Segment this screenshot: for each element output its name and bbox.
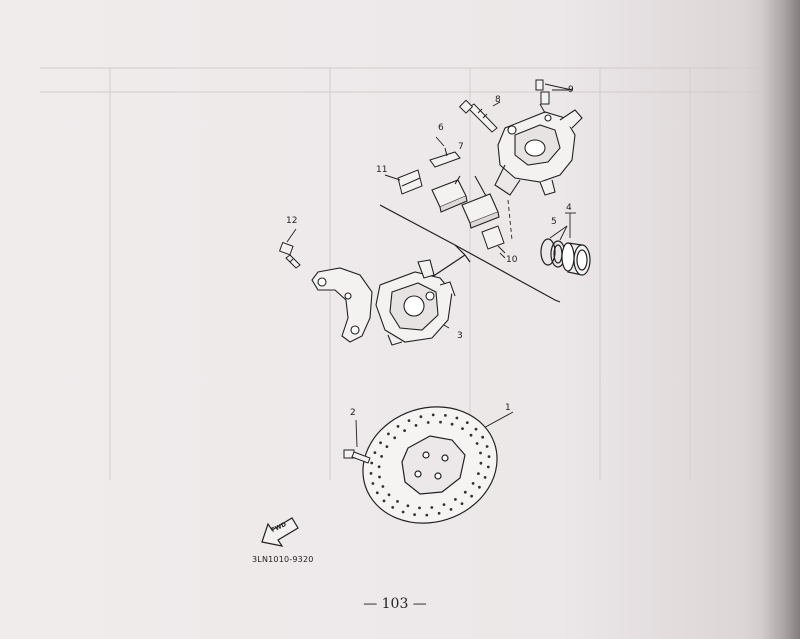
disc-drill-hole bbox=[486, 465, 490, 469]
disc-drill-hole bbox=[478, 485, 481, 489]
disc-drill-hole bbox=[381, 485, 385, 488]
disc-drill-hole bbox=[439, 420, 442, 424]
fwd-arrow-icon bbox=[261, 517, 299, 547]
disc-drill-hole bbox=[485, 445, 489, 448]
disc-drill-hole bbox=[407, 419, 411, 422]
disc-drill-hole bbox=[474, 427, 478, 431]
callout-5: 5 bbox=[551, 217, 557, 227]
disc-drill-hole bbox=[382, 499, 386, 503]
disc-drill-hole bbox=[401, 510, 405, 514]
seal-kit-5 bbox=[540, 238, 566, 268]
page-number: — 103 — bbox=[363, 596, 427, 612]
disc-drill-hole bbox=[418, 506, 421, 510]
disc-drill-hole bbox=[377, 465, 381, 469]
bleed-through-table bbox=[40, 67, 760, 480]
disc-drill-hole bbox=[387, 493, 391, 497]
callout-2: 2 bbox=[350, 408, 356, 418]
caliper-lower bbox=[375, 259, 456, 346]
disc-drill-hole bbox=[378, 475, 381, 479]
bolt-12 bbox=[278, 241, 301, 269]
callout-6: 6 bbox=[438, 123, 444, 133]
disc-drill-hole bbox=[391, 506, 395, 509]
disc-drill-hole bbox=[454, 498, 457, 501]
pad-pin-6 bbox=[429, 147, 461, 168]
disc-drill-hole bbox=[413, 513, 416, 516]
disc-drill-hole bbox=[393, 436, 397, 440]
callout-12: 12 bbox=[286, 216, 298, 226]
disc-drill-hole bbox=[461, 427, 464, 430]
book-spine-shadow bbox=[762, 0, 800, 639]
disc-drill-hole bbox=[460, 502, 464, 505]
brake-pads-7 bbox=[431, 175, 500, 229]
caliper-bracket bbox=[311, 267, 373, 343]
disc-drill-hole bbox=[475, 442, 479, 445]
disc-drill-hole bbox=[481, 435, 485, 439]
brake-disc-1 bbox=[362, 406, 498, 524]
disc-drill-hole bbox=[403, 429, 406, 432]
disc-bolt-2 bbox=[343, 449, 371, 464]
drawing-code: 3LN1010-9320 bbox=[252, 555, 314, 564]
disc-drill-hole bbox=[470, 494, 473, 498]
disc-drill-hole bbox=[469, 433, 473, 437]
disc-drill-hole bbox=[449, 508, 453, 511]
disc-drill-hole bbox=[471, 482, 475, 485]
disc-drill-hole bbox=[431, 413, 435, 417]
disc-holes bbox=[369, 413, 491, 517]
disc-drill-hole bbox=[463, 490, 467, 494]
pad-spring-11 bbox=[384, 169, 423, 195]
callout-1: 1 bbox=[505, 403, 511, 413]
callout-9: 9 bbox=[568, 85, 574, 95]
disc-drill-hole bbox=[450, 422, 454, 426]
callout-7: 7 bbox=[458, 142, 464, 152]
disc-drill-hole bbox=[426, 421, 430, 424]
disc-drill-hole bbox=[437, 511, 441, 515]
disc-drill-hole bbox=[419, 415, 423, 419]
disc-drill-hole bbox=[371, 482, 375, 485]
disc-drill-hole bbox=[477, 472, 480, 475]
disc-drill-hole bbox=[396, 425, 400, 428]
disc-drill-hole bbox=[373, 451, 377, 454]
disc-drill-hole bbox=[406, 504, 410, 508]
piston-4 bbox=[561, 242, 591, 276]
disc-drill-hole bbox=[380, 455, 383, 458]
disc-drill-hole bbox=[379, 441, 382, 445]
callout-10: 10 bbox=[506, 255, 518, 265]
disc-drill-hole bbox=[425, 513, 429, 517]
caliper-upper bbox=[494, 109, 583, 196]
disc-drill-hole bbox=[455, 416, 459, 420]
bolt-8 bbox=[458, 99, 498, 133]
disc-drill-hole bbox=[375, 491, 379, 495]
disc-drill-hole bbox=[369, 472, 373, 475]
disc-drill-hole bbox=[487, 455, 491, 458]
disc-drill-hole bbox=[414, 424, 418, 427]
disc-drill-hole bbox=[370, 461, 374, 465]
disc-drill-hole bbox=[396, 500, 399, 503]
disc-drill-hole bbox=[444, 414, 447, 417]
callout-11: 11 bbox=[376, 165, 388, 175]
disc-drill-hole bbox=[387, 432, 390, 436]
dash-line bbox=[507, 199, 513, 241]
disc-drill-hole bbox=[479, 461, 483, 465]
disc-drill-hole bbox=[430, 506, 434, 509]
callout-3: 3 bbox=[457, 331, 463, 341]
callout-8: 8 bbox=[495, 95, 501, 105]
bleeder-9 bbox=[535, 79, 573, 114]
pad-shim-10 bbox=[481, 225, 506, 254]
disc-drill-hole bbox=[442, 503, 446, 506]
disc-drill-hole bbox=[483, 476, 487, 479]
disc-drill-hole bbox=[465, 421, 469, 424]
disc-drill-hole bbox=[385, 445, 389, 448]
disc-drill-hole bbox=[479, 451, 482, 455]
callout-4: 4 bbox=[566, 203, 572, 213]
